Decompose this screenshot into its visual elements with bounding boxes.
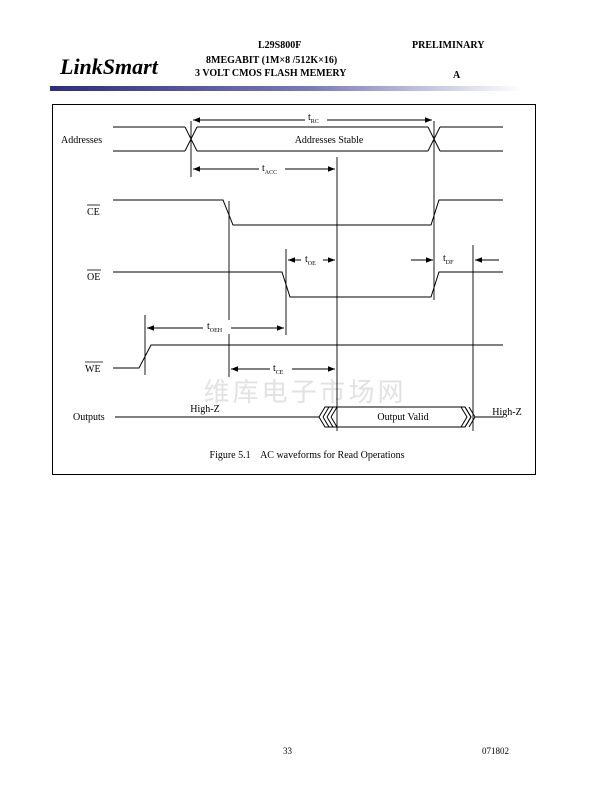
reference-lines (144, 121, 474, 431)
t-rc-label: tRC (308, 112, 319, 125)
oe-waveform (113, 271, 503, 298)
signal-label-ce: CE (87, 207, 100, 218)
document-code: 071802 (482, 746, 509, 756)
t-oeh-label: tOEH (207, 321, 223, 334)
t-df-label: tDF (443, 253, 454, 266)
addresses-stable-label: Addresses Stable (295, 135, 364, 146)
figure-caption: Figure 5.1 AC waveforms for Read Operati… (210, 450, 405, 461)
t-ce-label: tCE (273, 363, 284, 376)
output-valid-label: Output Valid (377, 412, 428, 423)
header-band (50, 86, 522, 91)
high-z-right-label: High-Z (492, 407, 521, 418)
we-waveform (113, 344, 503, 369)
signal-label-addresses: Addresses (61, 135, 102, 146)
preliminary-label: PRELIMINARY (412, 40, 485, 51)
watermark: 维库电子市场网 (203, 378, 406, 407)
revision-label: A (453, 70, 461, 81)
timing-diagram: 维库电子市场网 Addresses CE OE WE Outputs (61, 111, 522, 461)
t-acc-label: tACC (262, 163, 277, 176)
device-description: 3 VOLT CMOS FLASH MEMERY (195, 68, 347, 79)
outputs-waveform (115, 406, 503, 428)
t-oe-label: tOE (305, 254, 316, 267)
signal-label-outputs: Outputs (73, 412, 105, 423)
part-number: L29S800F (258, 40, 302, 51)
signal-label-oe: OE (87, 272, 100, 283)
high-z-left-label: High-Z (190, 404, 219, 415)
timing-figure: 维库电子市场网 Addresses CE OE WE Outputs (52, 104, 536, 475)
memory-organization: 8MEGABIT (1M×8 /512K×16) (206, 55, 338, 66)
ce-waveform (113, 199, 503, 226)
signal-label-we: WE (85, 364, 101, 375)
company-logo: LinkSmart (60, 54, 158, 79)
page-number: 33 (283, 746, 292, 756)
